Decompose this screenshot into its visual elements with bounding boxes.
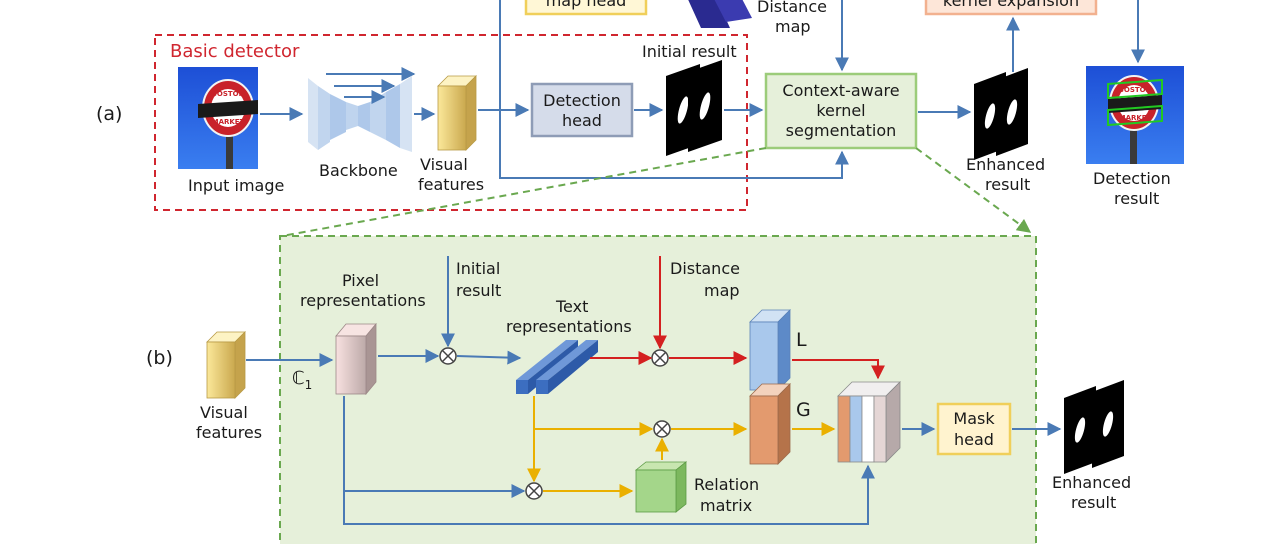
- relation-matrix-label-1: Relation: [694, 475, 759, 494]
- map-head-label: map head: [546, 0, 627, 10]
- input-sign-text-1: BOSTON: [212, 90, 245, 98]
- zoom-line-left: [281, 147, 767, 237]
- cak-label-3: segmentation: [786, 121, 897, 140]
- G-label: G: [796, 399, 811, 421]
- enhanced-result-a-label-1: Enhanced: [966, 155, 1045, 174]
- distance-map-b-label-1: Distance: [670, 259, 740, 278]
- visual-features-b-label-2: features: [196, 423, 262, 442]
- distance-map-b-label-2: map: [704, 281, 740, 300]
- detection-result-image: BOSTON MARKET: [1086, 66, 1184, 164]
- detection-head-label-2: head: [562, 111, 602, 130]
- input-image: BOSTON MARKET: [178, 67, 258, 169]
- detection-result-label-2: result: [1114, 189, 1159, 208]
- initial-result-label: Initial result: [642, 42, 737, 61]
- cak-label-1: Context-aware: [782, 81, 899, 100]
- pixel-repr-label-1: Pixel: [342, 271, 379, 290]
- map-head-box: map head: [524, 0, 648, 16]
- multiply-node-1: [439, 347, 457, 365]
- visual-features-a-label-2: features: [418, 175, 484, 194]
- detection-result-label-1: Detection: [1093, 169, 1171, 188]
- mask-head-label-1: Mask: [953, 409, 995, 428]
- enhanced-result-b-masks: [1064, 380, 1124, 474]
- panel-b-yellow-arrows: [527, 396, 836, 498]
- top-distance-label-2: map: [775, 17, 811, 36]
- panel-a-arrows: [260, 0, 1145, 179]
- distance-map-thumbnail: [688, 0, 752, 28]
- relation-matrix-label-2: matrix: [700, 496, 752, 515]
- local-feature-L: [749, 309, 791, 391]
- global-feature-G: [749, 383, 791, 465]
- mask-head-box: Mask head: [936, 402, 1012, 456]
- pixel-representations: [335, 322, 377, 396]
- panel-b-red-arrows: [590, 256, 885, 380]
- visual-features-a: [437, 75, 477, 151]
- initial-result-b-label-2: result: [456, 281, 501, 300]
- enhanced-result-a-label-2: result: [985, 175, 1030, 194]
- pixel-repr-label-2: representations: [300, 291, 426, 310]
- panel-b-blue-arrows: [246, 256, 1062, 525]
- backbone-label: Backbone: [319, 161, 398, 180]
- relation-matrix: [634, 461, 688, 513]
- basic-detector-title: Basic detector: [170, 41, 300, 62]
- text-repr-label-2: representations: [506, 317, 632, 336]
- kernel-expansion-box: kernel expansion: [924, 0, 1098, 16]
- c1-symbol-sub: 1: [305, 378, 313, 392]
- cak-segmentation-box: Context-aware kernel segmentation: [764, 72, 918, 150]
- L-label: L: [796, 329, 807, 351]
- enhanced-result-b-label-2: result: [1071, 493, 1116, 512]
- top-distance-label-1: Distance: [757, 0, 827, 16]
- text-representations: [516, 340, 598, 394]
- mask-head-label-2: head: [954, 430, 994, 449]
- multiply-node-3: [653, 420, 671, 438]
- initial-result-b-label-1: Initial: [456, 259, 500, 278]
- visual-features-b: [206, 331, 246, 399]
- text-repr-label-1: Text: [555, 297, 588, 316]
- visual-features-b-label-1: Visual: [200, 403, 248, 422]
- multiply-node-4: [525, 482, 543, 500]
- detection-head-label-1: Detection: [543, 91, 621, 110]
- input-image-label: Input image: [188, 176, 284, 195]
- c1-symbol: ℂ1: [292, 368, 312, 392]
- visual-features-a-label-1: Visual: [420, 155, 468, 174]
- enhanced-result-b-label-1: Enhanced: [1052, 473, 1131, 492]
- initial-result-masks: [666, 60, 722, 156]
- result-sign-text-2: MARKET: [1119, 114, 1152, 122]
- kernel-expansion-label: kernel expansion: [943, 0, 1079, 10]
- basic-detector-box: [154, 34, 748, 211]
- multiply-node-2: [651, 349, 669, 367]
- backbone-network: [308, 67, 416, 152]
- detection-head-box: Detection head: [530, 82, 634, 138]
- result-sign-text-1: BOSTON: [1119, 86, 1152, 94]
- input-sign-text-2: MARKET: [212, 118, 245, 126]
- c1-symbol-main: ℂ: [292, 368, 305, 389]
- panel-b-label: (b): [146, 347, 173, 369]
- panel-a-label: (a): [96, 103, 122, 125]
- concat-feature-stack: [837, 381, 901, 463]
- cak-label-2: kernel: [816, 101, 865, 120]
- enhanced-result-a-masks: [974, 68, 1028, 160]
